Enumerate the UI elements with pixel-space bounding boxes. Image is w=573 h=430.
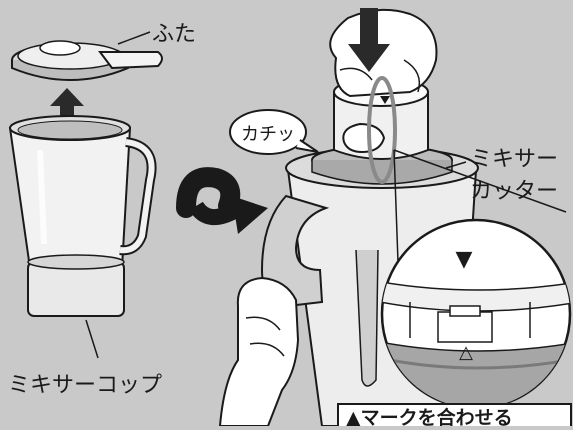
lid-illustration <box>11 40 163 81</box>
mark-top: ▼ <box>456 247 473 272</box>
instruction-text: ▲マークを合わせる <box>346 406 513 426</box>
click-sound-bubble <box>229 109 319 155</box>
lid-leader-line <box>117 31 151 45</box>
cup-label: ミキサーコップ <box>8 373 162 398</box>
cutter-leader-line <box>445 161 467 169</box>
cutter-label-line1: ミキサー <box>470 147 558 172</box>
transition-arrow <box>176 167 268 234</box>
zoom-connector-left <box>393 149 399 263</box>
mixer-cup-illustration <box>8 115 157 317</box>
lid-label: ふた <box>152 22 196 47</box>
mark-bottom: △ <box>459 342 473 363</box>
zoom-connector-right <box>393 149 567 213</box>
cup-leader-line <box>85 319 99 359</box>
press-down-arrow <box>348 8 390 72</box>
click-sound-text: カチッ <box>241 124 295 145</box>
